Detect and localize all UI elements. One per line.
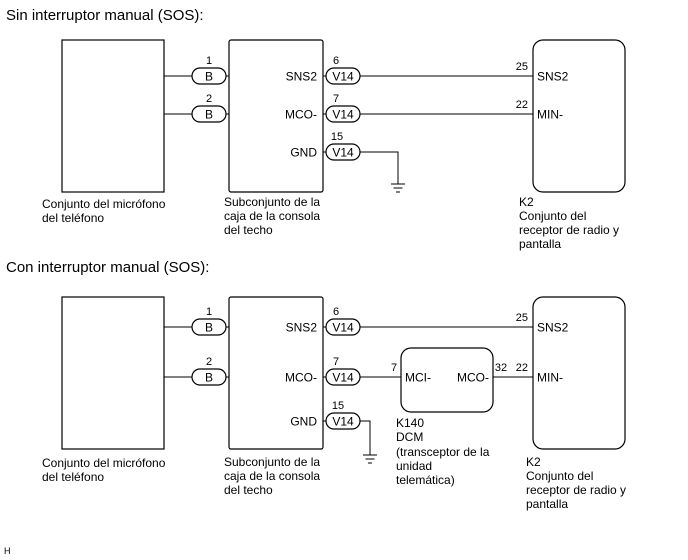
dcm-label: K140 DCM (transceptor de la unidad telem… [396,416,493,487]
connector-v14-label: V14 [332,108,354,122]
connector-v14-label: V14 [332,321,354,335]
dcm-box [400,347,494,413]
connector-b-label: B [205,108,213,122]
pin-number: 7 [333,93,339,105]
microphone-box-2 [61,296,165,450]
corner-mark: H [4,546,11,556]
connector-v14-label: V14 [332,371,354,385]
radio-label-2: K2 Conjunto del receptor de radio y pant… [526,455,629,511]
connector-v14-sns2 [325,318,361,336]
console-box-2 [228,296,324,450]
pin-number: 22 [516,99,528,111]
connector-b-pin2 [191,105,227,123]
radio-box-1 [532,39,626,193]
pin-number: 25 [516,312,528,324]
connector-v14-label: V14 [332,415,354,429]
pin-number: 6 [333,306,339,318]
connector-v14-sns2 [325,67,361,85]
pin-number: 15 [332,400,344,412]
terminal-mci: MCI- [405,371,431,385]
console-label-1: Subconjunto de la caja de la consola del… [224,195,323,237]
pin-number: 6 [333,55,339,67]
connector-b-label: B [205,371,213,385]
pin-number: 25 [516,61,528,73]
connector-b-pin1 [191,318,227,336]
pin-number: 2 [206,356,212,368]
terminal-mco: MCO- [285,108,317,122]
ground-symbol-2 [363,454,377,464]
connector-v14-label: V14 [332,146,354,160]
terminal-sns2: SNS2 [537,321,569,335]
pin-number: 2 [206,93,212,105]
pin-number: 1 [206,55,212,67]
diagram-without-sos: Sin interruptor manual (SOS): B 1 B 2 SN… [6,7,626,251]
pin-number: 1 [206,306,212,318]
diagram-1-title: Sin interruptor manual (SOS): [6,7,204,24]
connector-b-pin2 [191,368,227,386]
microphone-label-2: Conjunto del micrófono del teléfono [42,456,169,484]
connector-v14-label: V14 [332,70,354,84]
microphone-box-1 [61,39,165,193]
connector-v14-mco [325,368,361,386]
radio-label-1: K2 Conjunto del receptor de radio y pant… [519,195,622,251]
pin-number: 32 [495,362,507,374]
pin-number: 7 [333,356,339,368]
pin-number: 22 [516,362,528,374]
diagram-with-sos: Con interruptor manual (SOS): B 1 B 2 SN… [6,259,629,511]
pin-number: 15 [331,131,343,143]
terminal-sns2: SNS2 [537,70,569,84]
pin-number: 7 [391,362,397,374]
console-box-1 [228,39,324,193]
terminal-sns2: SNS2 [286,321,318,335]
ground-symbol-1 [391,183,405,193]
terminal-min: MIN- [537,371,563,385]
terminal-mco: MCO- [457,371,489,385]
connector-b-label: B [205,321,213,335]
terminal-gnd: GND [290,415,317,429]
terminal-sns2: SNS2 [286,70,318,84]
console-label-2: Subconjunto de la caja de la consola del… [224,455,323,497]
connector-b-pin1 [191,67,227,85]
microphone-label-1: Conjunto del micrófono del teléfono [42,197,169,225]
diagram-2-title: Con interruptor manual (SOS): [6,259,209,276]
connector-b-label: B [205,70,213,84]
radio-box-2 [532,296,626,450]
connector-v14-gnd [325,143,361,161]
terminal-gnd: GND [290,146,317,160]
connector-v14-mco [325,105,361,123]
connector-v14-gnd [325,412,361,430]
terminal-mco: MCO- [285,371,317,385]
terminal-min: MIN- [537,108,563,122]
